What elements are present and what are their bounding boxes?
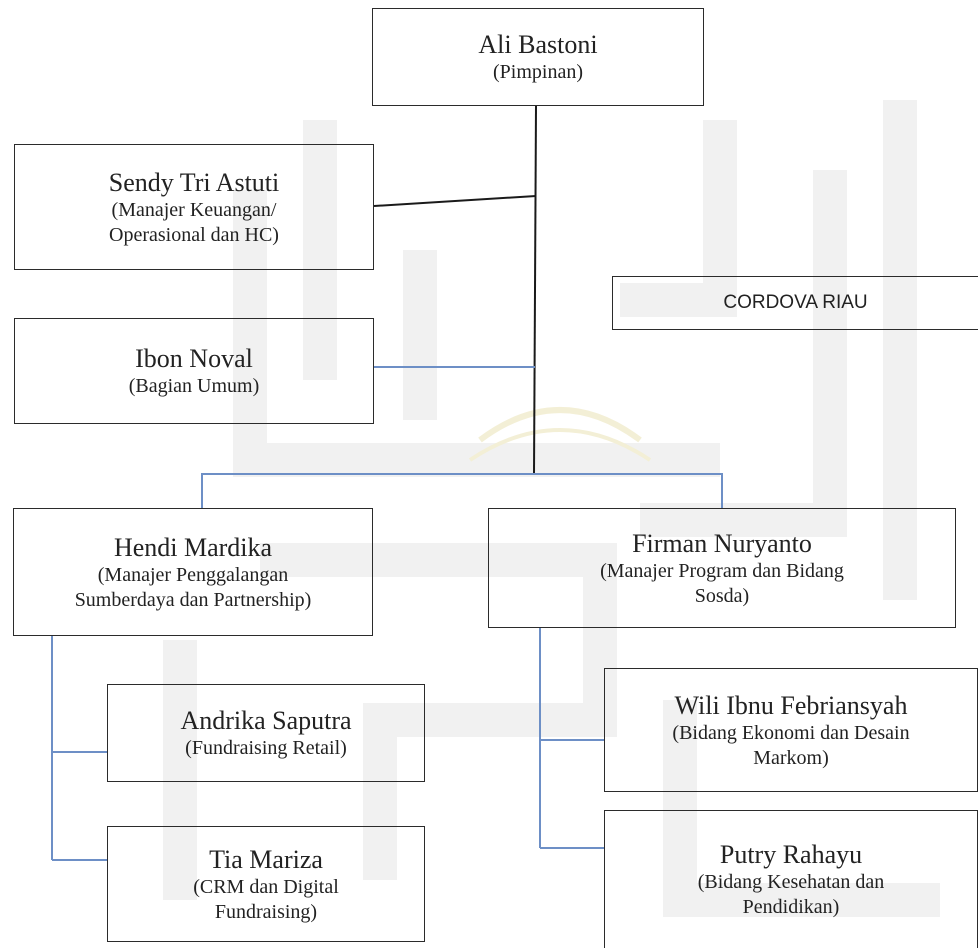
node-fundraising-retail: Andrika Saputra (Fundraising Retail) (107, 684, 425, 782)
node-name: Firman Nuryanto (632, 528, 812, 558)
node-bagian-umum: Ibon Noval (Bagian Umum) (14, 318, 374, 424)
node-bidang-kesehatan: Putry Rahayu (Bidang Kesehatan dan Pendi… (604, 810, 978, 948)
connector-managers (201, 473, 723, 508)
node-pimpinan: Ali Bastoni (Pimpinan) (372, 8, 704, 106)
node-role: (Bidang Kesehatan dan Pendidikan) (697, 871, 885, 918)
node-crm-digital: Tia Mariza (CRM dan Digital Fundraising) (107, 826, 425, 942)
node-name: Sendy Tri Astuti (108, 167, 280, 197)
node-bidang-ekonomi: Wili Ibnu Febriansyah (Bidang Ekonomi da… (604, 668, 978, 792)
node-role: (Manajer Keuangan/ Operasional dan HC) (109, 198, 279, 246)
node-role: (Manajer Program dan Bidang Sosda) (600, 559, 844, 607)
node-name: Hendi Mardika (113, 532, 273, 562)
node-name: Wili Ibnu Febriansyah (674, 690, 908, 720)
node-name: Ali Bastoni (478, 30, 598, 59)
org-label: CORDOVA RIAU (723, 292, 868, 313)
node-name: Andrika Saputra (180, 706, 352, 735)
node-manajer-program: Firman Nuryanto (Manajer Program dan Bid… (488, 508, 956, 628)
node-name: Ibon Noval (135, 344, 253, 373)
org-label-box: CORDOVA RIAU (612, 276, 978, 330)
node-role: (Pimpinan) (493, 61, 583, 83)
connector-sendy (373, 195, 537, 207)
node-role: (Manajer Penggalangan Sumberdaya dan Par… (74, 563, 312, 611)
node-name: Tia Mariza (209, 844, 323, 874)
node-role: (Bidang Ekonomi dan Desain Markom) (672, 721, 910, 769)
node-name: Putry Rahayu (719, 840, 863, 869)
node-role: (Fundraising Retail) (185, 737, 347, 759)
node-role: (CRM dan Digital Fundraising) (193, 875, 339, 923)
node-manajer-keuangan: Sendy Tri Astuti (Manajer Keuangan/ Oper… (14, 144, 374, 270)
node-role: (Bagian Umum) (128, 375, 260, 397)
node-manajer-penggalangan: Hendi Mardika (Manajer Penggalangan Sumb… (13, 508, 373, 636)
connector-pimpinan-trunk (533, 105, 537, 475)
